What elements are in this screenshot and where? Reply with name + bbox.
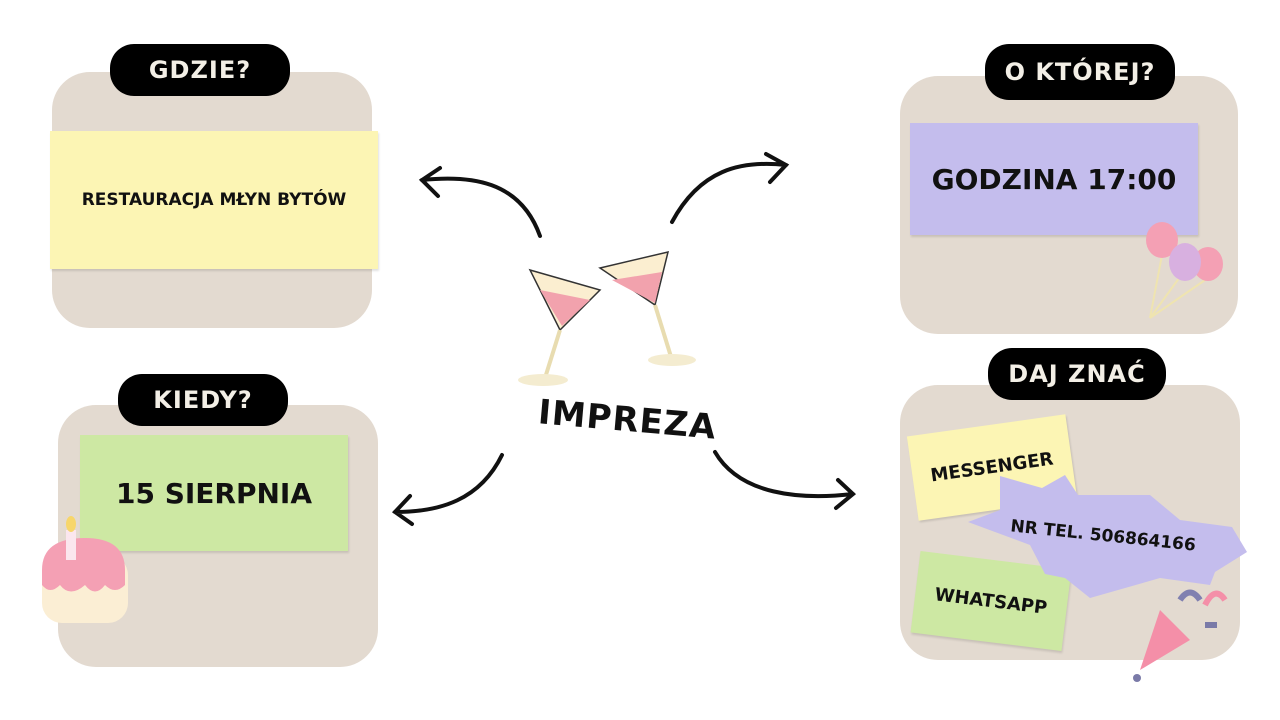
party-popper-icon: [1133, 589, 1228, 682]
time-title: O KTÓREJ?: [985, 44, 1175, 100]
where-note: RESTAURACJA MŁYN BYTÓW: [50, 131, 378, 269]
time-note: GODZINA 17:00: [910, 123, 1198, 235]
when-title: KIEDY?: [118, 374, 288, 426]
when-note: 15 SIERPNIA: [80, 435, 348, 551]
arrow-to-time: [670, 152, 790, 224]
where-title: GDZIE?: [110, 44, 290, 96]
balloons-icon: [1146, 222, 1223, 319]
cake-icon: [42, 516, 128, 623]
arrow-to-when: [391, 453, 504, 526]
cocktail-glasses-icon: [518, 250, 696, 386]
contact-title: DAJ ZNAĆ: [988, 348, 1166, 400]
arrow-to-contact: [713, 450, 857, 510]
arrow-to-where: [418, 166, 542, 238]
